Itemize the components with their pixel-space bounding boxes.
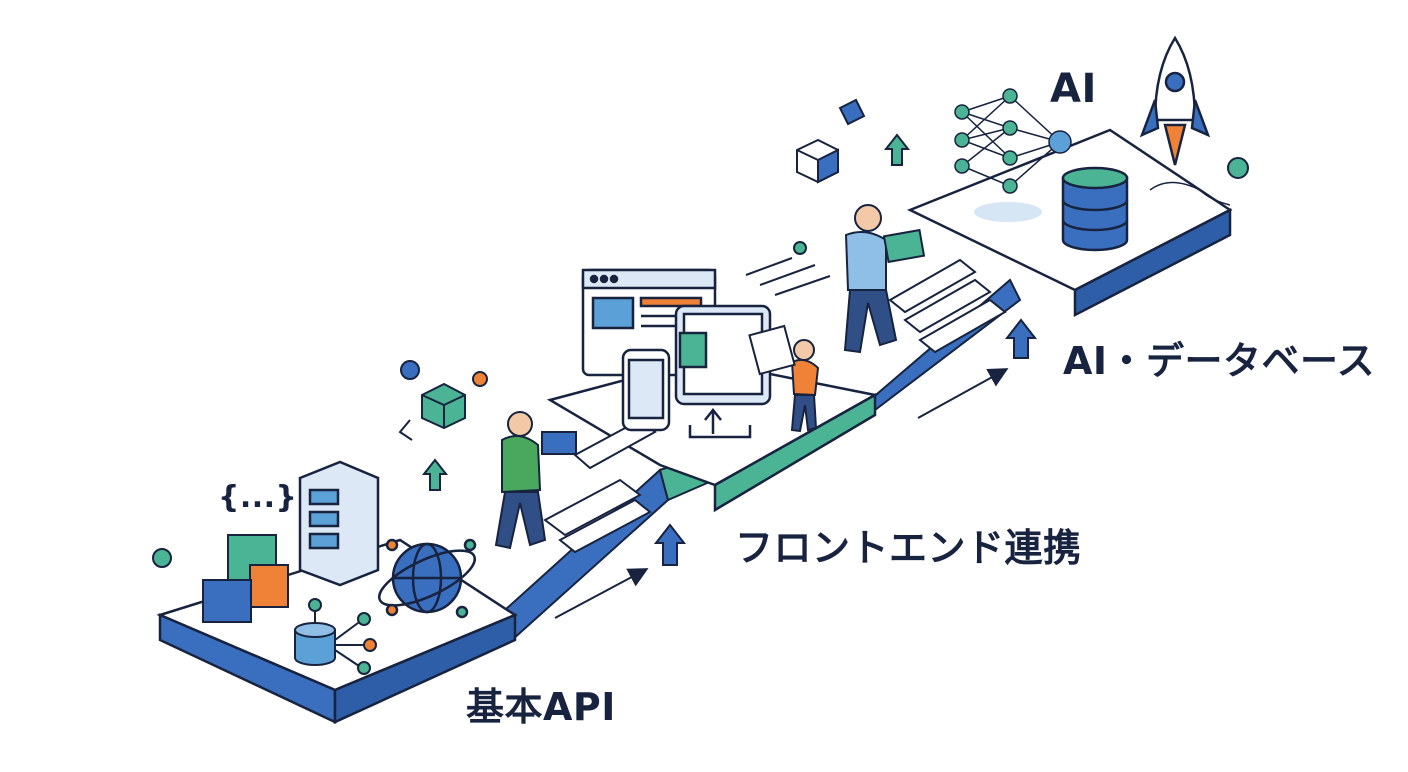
cube-stack-icon [202,534,289,623]
code-braces-label: {...} [218,480,298,515]
arrow-up-icon [883,133,911,166]
dot-icon [152,548,172,568]
floating-cube-icon [398,360,488,441]
stair-steps-upper [888,258,1007,354]
arrow-up-icon [653,523,687,566]
stage-label-frontend: フロントエンド連携 [735,526,1082,570]
arrow-up-icon [1004,318,1038,359]
stage-label-ai-database: AI・データベース [1063,339,1376,383]
stage-label-basic-api: 基本API [466,685,616,729]
ai-heading: AI [1050,66,1097,112]
database-node-icon [294,598,377,675]
server-rack-icon [298,460,380,587]
progress-arrow [554,568,649,619]
neural-network-icon [954,88,1072,194]
sync-arrows-icon [688,407,752,439]
arrow-up-icon [421,458,449,491]
dot-icon [1227,157,1249,179]
person-icon [494,411,577,550]
motion-lines [745,241,831,296]
progress-arrow [917,368,1009,419]
person-icon [843,204,926,354]
database-icon [1061,166,1129,252]
globe-network-icon [378,538,477,619]
tablet-icon [674,304,772,406]
rocket-icon [1139,35,1231,206]
floating-cube-icon [796,98,866,184]
stair-steps-lower [543,418,657,554]
phone-icon [621,348,671,432]
person-icon [748,324,820,433]
shadow [974,202,1042,222]
